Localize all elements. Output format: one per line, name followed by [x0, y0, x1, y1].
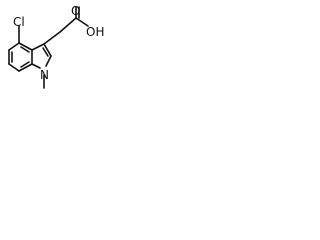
bond-benzene-3	[8, 63, 20, 72]
hydroxyl-text: OH	[86, 25, 105, 39]
chlorine-text: Cl	[13, 15, 25, 29]
bond-ch2-2	[59, 17, 77, 33]
nitrogen-text: N	[40, 68, 49, 82]
bond-benzene-double-3	[20, 46, 30, 53]
hydroxyl-label: OH	[86, 21, 104, 40]
oxygen-label: O	[71, 0, 80, 19]
bond-benzene-1	[8, 42, 20, 51]
bond-benzene-double-2	[20, 61, 30, 68]
nitrogen-label: N	[40, 64, 49, 83]
bond-pyrrole-4	[31, 63, 41, 69]
oxygen-text: O	[71, 4, 81, 18]
bond-pyrrole-double-inner	[42, 47, 49, 57]
bond-ch2-1	[43, 31, 61, 45]
bond-benzene-4	[18, 63, 33, 72]
bond-pyrrole-3	[45, 55, 52, 67]
chlorine-label: Cl	[13, 11, 25, 30]
molecule-diagram: Cl O OH N	[0, 0, 111, 93]
structure-drawing	[8, 6, 89, 89]
bond-benzene-6	[18, 42, 33, 51]
bond-pyrrole-1	[31, 43, 45, 51]
bond-pyrrole-2	[43, 43, 52, 57]
bond-c-oh	[75, 17, 89, 27]
